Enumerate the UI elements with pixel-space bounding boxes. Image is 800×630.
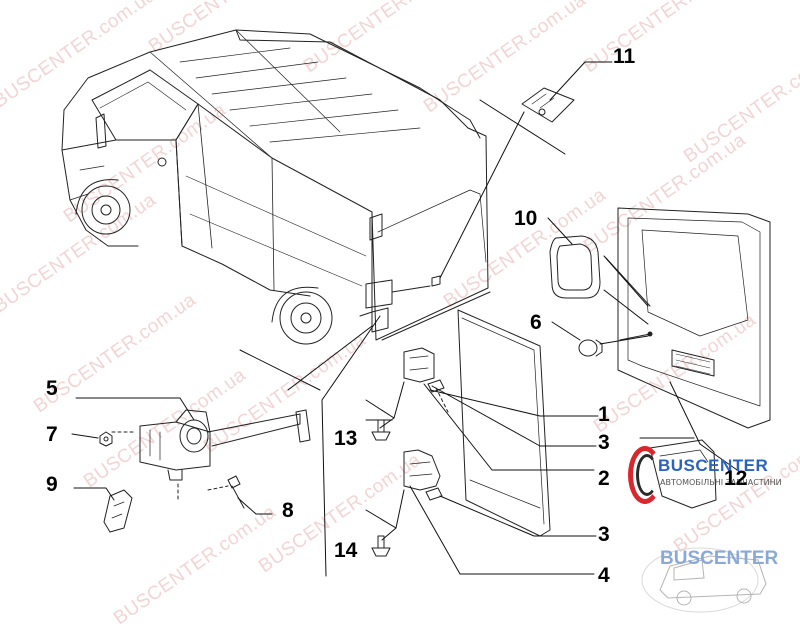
- callout-5: 5: [46, 377, 58, 400]
- callout-3-upper: 3: [598, 431, 610, 454]
- label-plate-part: [521, 87, 575, 123]
- logo-tagline: АВТОМОБІЛЬНІ ЗАПЧАСТИНИ: [660, 478, 782, 487]
- callout-1: 1: [598, 403, 610, 426]
- callout-13: 13: [334, 427, 358, 450]
- seal-part: [549, 235, 601, 299]
- callout-6: 6: [530, 311, 542, 334]
- bolt-part: [227, 475, 245, 509]
- leader-lines: [71, 61, 741, 577]
- rear-door-part: [605, 207, 771, 429]
- callout-2: 2: [598, 467, 610, 490]
- logo-ring-icon: [628, 446, 662, 504]
- callout-11: 11: [613, 45, 636, 68]
- hinge-lower-part: [403, 449, 443, 501]
- van-badge-text: BUSCENTER: [660, 548, 779, 569]
- callout-3-lower: 3: [598, 523, 610, 546]
- callout-7: 7: [46, 423, 58, 446]
- van-illustration: [61, 29, 491, 345]
- callout-12: 12: [724, 467, 748, 490]
- door-panel-part: [457, 309, 551, 537]
- nut-part: [99, 431, 113, 447]
- van-badge-watermark: BUSCENTER: [640, 520, 790, 615]
- door-check-part: [111, 409, 311, 501]
- callout-14: 14: [334, 539, 358, 562]
- callout-10: 10: [514, 207, 538, 230]
- callout-8: 8: [282, 499, 294, 522]
- bump-stop-part: [578, 339, 603, 357]
- logo-inner-ring-icon: [636, 454, 658, 496]
- pad-part: [103, 489, 133, 533]
- callout-4: 4: [598, 564, 610, 587]
- rivet-14-part: [371, 535, 391, 557]
- hinge-upper-part: [403, 347, 449, 413]
- callout-9: 9: [46, 473, 58, 496]
- logo-brand-text: BUSCENTER: [658, 456, 769, 475]
- cover-part: [649, 439, 717, 509]
- buscenter-logo: BUSCENTER АВТОМОБІЛЬНІ ЗАПЧАСТИНИ: [628, 438, 782, 508]
- van-badge-icon: [641, 547, 767, 613]
